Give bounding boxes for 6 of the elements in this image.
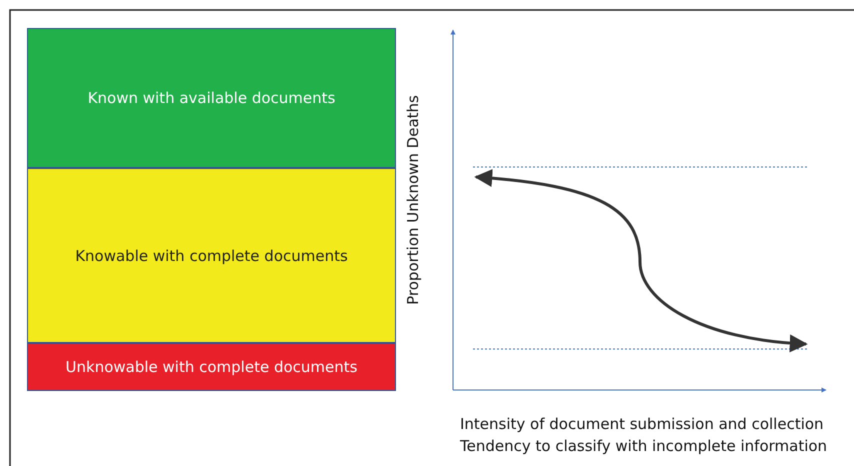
axis-title: Tendency to classify with incomplete information (460, 437, 828, 455)
axis-title: Intensity of document submission and collection (460, 415, 824, 433)
category-band: Unknowable with complete documents (27, 343, 396, 391)
category-band: Known with available documents (27, 28, 396, 168)
category-band: Knowable with complete documents (27, 168, 396, 343)
axis-title: Proportion Unknown Deaths (404, 95, 422, 305)
